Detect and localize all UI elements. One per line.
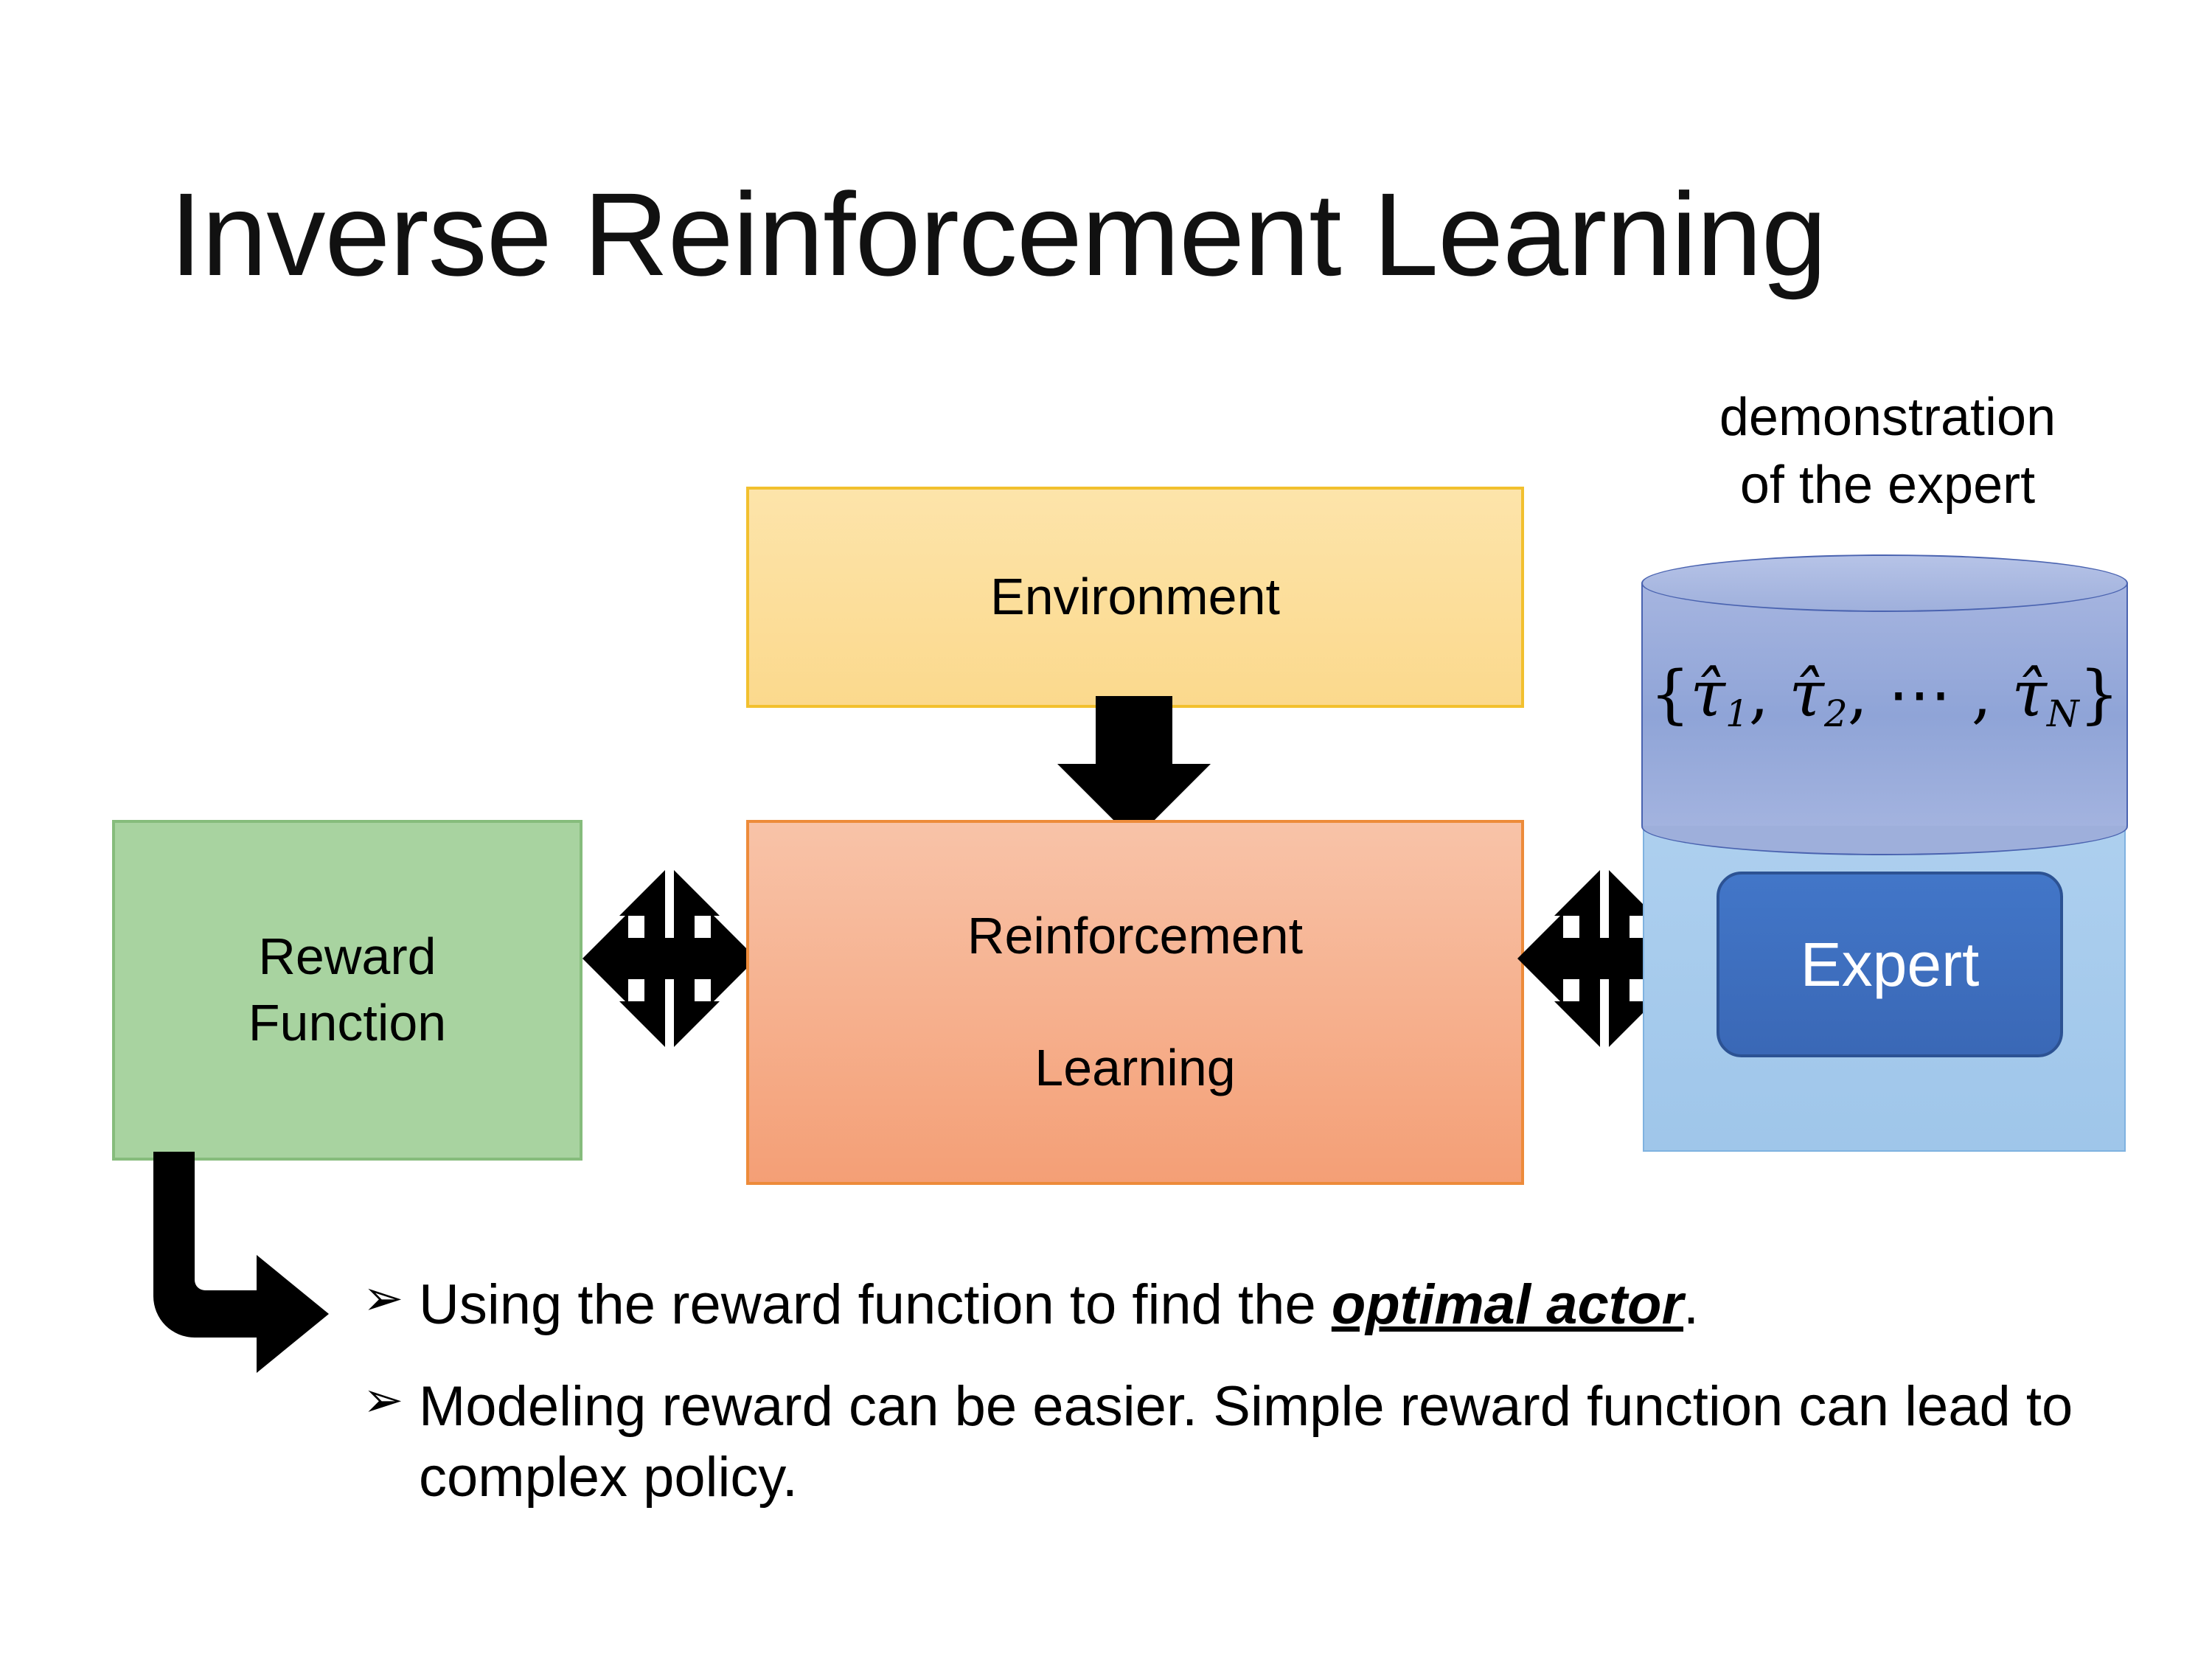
formula-tau-2: τ̂ (1789, 658, 1824, 731)
formula-close-brace: } (2079, 658, 2120, 731)
formula-sep-1: , (1748, 658, 1790, 731)
reward-function-label: Reward Function (248, 924, 446, 1056)
formula-tau-n: τ̂ (2011, 658, 2047, 731)
reinforcement-learning-label: Reinforcement Learning (967, 903, 1303, 1102)
expert-caption-line1: demonstration (1719, 388, 2056, 447)
bullet-emphasis: optimal actor (1331, 1273, 1684, 1336)
reward-function-label-line2: Function (248, 994, 447, 1051)
bullet-text-after: . (1683, 1273, 1700, 1336)
rl-label-line2: Learning (1034, 1039, 1236, 1097)
cylinder-top-ellipse (1641, 554, 2128, 612)
arrow-reward-to-rl (582, 870, 757, 1047)
arrow-environment-to-rl (1057, 696, 1211, 841)
cylinder-body (1641, 582, 2128, 826)
formula-tau-2-index: 2 (1823, 692, 1848, 735)
expert-demonstration-caption: demonstration of the expert (1644, 383, 2131, 519)
list-item: ➢ Using the reward function to find the … (363, 1270, 2103, 1340)
bullet-text-before: Using the reward function to find the (419, 1273, 1332, 1336)
rl-label-line1: Reinforcement (967, 907, 1304, 965)
environment-label: Environment (990, 568, 1280, 626)
formula-open-brace: { (1649, 658, 1691, 731)
reward-function-box: Reward Function (112, 820, 582, 1161)
demonstration-cylinder: {τ̂1, τ̂2, ⋯ , τ̂N} (1641, 554, 2128, 855)
bullet-text: Modeling reward can be easier. Simple re… (419, 1374, 2073, 1509)
bullet-list: ➢ Using the reward function to find the … (363, 1270, 2103, 1543)
expert-box: Expert (1717, 872, 2063, 1057)
list-item: ➢ Modeling reward can be easier. Simple … (363, 1371, 2103, 1513)
trajectory-set-formula: {τ̂1, τ̂2, ⋯ , τ̂N} (1641, 658, 2128, 735)
bullet-marker-icon: ➢ (363, 1270, 404, 1325)
reinforcement-learning-box: Reinforcement Learning (746, 820, 1524, 1185)
environment-box: Environment (746, 487, 1524, 708)
formula-tau-n-index: N (2046, 692, 2079, 735)
bullet-marker-icon: ➢ (363, 1371, 404, 1427)
formula-tau-1-index: 1 (1725, 692, 1749, 735)
bullet-text: Using the reward function to find the op… (419, 1270, 2103, 1340)
formula-sep-2: , ⋯ , (1847, 658, 2012, 731)
reward-function-label-line1: Reward (258, 928, 437, 986)
expert-label: Expert (1800, 929, 1980, 999)
arrow-reward-to-bullets (153, 1152, 329, 1373)
formula-tau-1: τ̂ (1690, 658, 1725, 731)
page-title: Inverse Reinforcement Learning (170, 168, 1827, 300)
expert-caption-line2: of the expert (1739, 456, 2036, 515)
